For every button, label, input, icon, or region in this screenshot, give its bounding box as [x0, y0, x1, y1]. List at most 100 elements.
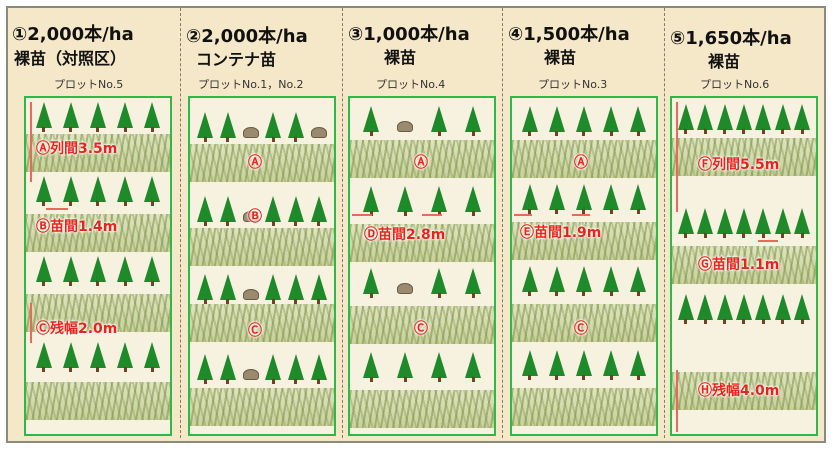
- grass-band: [190, 228, 334, 266]
- col3-seedling-type: 裸苗: [384, 48, 417, 67]
- tree-icon: [197, 112, 214, 142]
- tree-row: [26, 342, 170, 372]
- plant-spacing-arrow: [758, 240, 778, 242]
- tree-icon: [548, 350, 565, 380]
- grass-band: [190, 304, 334, 342]
- tree-icon: [219, 112, 236, 142]
- tree-icon: [62, 102, 79, 132]
- tree-icon: [35, 102, 52, 132]
- tree-icon: [265, 112, 282, 142]
- tree-row: [672, 104, 816, 134]
- stump-icon: [397, 283, 413, 294]
- tree-icon: [697, 294, 714, 324]
- tree-icon: [197, 274, 214, 304]
- tree-icon: [774, 208, 791, 238]
- tree-icon: [755, 208, 772, 238]
- tree-icon: [62, 176, 79, 206]
- tree-icon: [630, 106, 647, 136]
- grass-band: [26, 382, 170, 420]
- tree-row: [672, 208, 816, 238]
- tree-row: [350, 268, 494, 298]
- tree-icon: [89, 102, 106, 132]
- tree-icon: [774, 294, 791, 324]
- col2-label-c: Ⓒ: [248, 323, 262, 339]
- tree-icon: [716, 294, 733, 324]
- col1-seedling-type: 裸苗（対照区）: [14, 49, 127, 68]
- tree-row: [190, 112, 334, 142]
- tree-icon: [287, 274, 304, 304]
- grass-band: [350, 140, 494, 178]
- tree-icon: [794, 294, 811, 324]
- col5-plot-label: プロットNo.6: [700, 78, 770, 91]
- plant-spacing-arrow: [514, 214, 532, 216]
- stump-icon: [397, 121, 413, 132]
- grass-band: [512, 222, 656, 260]
- tree-row: [512, 350, 656, 380]
- col4-density: ④1,500本/ha: [508, 24, 630, 45]
- tree-icon: [794, 208, 811, 238]
- tree-icon: [716, 104, 733, 134]
- tree-icon: [363, 186, 379, 216]
- col4-plot-panel: Ⓐ Ⓔ苗間1.9m Ⓒ: [510, 96, 658, 436]
- grass-band: [26, 214, 170, 252]
- tree-icon: [197, 196, 214, 226]
- tree-icon: [265, 354, 282, 384]
- tree-row: [672, 294, 816, 324]
- col2-label-b: Ⓑ: [248, 209, 262, 225]
- col3-density: ③1,000本/ha: [348, 24, 470, 45]
- tree-icon: [521, 184, 538, 214]
- tree-icon: [363, 352, 379, 382]
- strip-width-arrow: [676, 370, 678, 432]
- tree-icon: [431, 106, 447, 136]
- tree-icon: [35, 176, 52, 206]
- tree-row: [512, 184, 656, 214]
- tree-icon: [521, 266, 538, 296]
- tree-icon: [197, 354, 214, 384]
- plant-spacing-arrow: [572, 214, 590, 216]
- col2-plot-label: プロットNo.1，No.2: [198, 78, 304, 91]
- grass-band: [350, 306, 494, 344]
- tree-icon: [219, 196, 236, 226]
- tree-row: [26, 102, 170, 132]
- col5-plot-panel: Ⓕ列間5.5m Ⓖ苗間1.1m Ⓗ残幅4.0m: [670, 96, 818, 436]
- stump-icon: [242, 211, 259, 222]
- col5-label-f: Ⓕ列間5.5m: [698, 157, 780, 173]
- grass-band: [512, 140, 656, 178]
- tree-icon: [603, 266, 620, 296]
- tree-icon: [287, 354, 304, 384]
- tree-icon: [310, 196, 327, 226]
- tree-icon: [575, 184, 592, 214]
- col5-label-g: Ⓖ苗間1.1m: [698, 257, 780, 273]
- stump-icon: [310, 127, 327, 138]
- tree-icon: [575, 106, 592, 136]
- tree-icon: [465, 186, 481, 216]
- tree-icon: [117, 102, 134, 132]
- tree-icon: [144, 102, 161, 132]
- tree-icon: [397, 186, 413, 216]
- tree-icon: [265, 274, 282, 304]
- tree-icon: [35, 256, 52, 286]
- tree-icon: [62, 256, 79, 286]
- tree-icon: [630, 184, 647, 214]
- col3-plot-panel: Ⓐ Ⓓ苗間2.8m Ⓒ: [348, 96, 496, 436]
- grass-band: [26, 134, 170, 172]
- grass-band: [190, 388, 334, 426]
- col2-plot-panel: Ⓐ Ⓑ Ⓒ: [188, 96, 336, 436]
- col1-density: ①2,000本/ha: [12, 24, 134, 45]
- plant-spacing-arrow: [352, 214, 372, 216]
- tree-icon: [521, 350, 538, 380]
- tree-row: [26, 256, 170, 286]
- grass-band: [512, 388, 656, 426]
- tree-icon: [144, 176, 161, 206]
- col5-density: ⑤1,650本/ha: [670, 28, 792, 49]
- col4-label-c: Ⓒ: [574, 321, 588, 337]
- tree-row: [512, 266, 656, 296]
- tree-icon: [548, 184, 565, 214]
- tree-icon: [677, 208, 694, 238]
- tree-icon: [397, 352, 413, 382]
- plant-spacing-arrow: [46, 208, 68, 210]
- tree-icon: [465, 106, 481, 136]
- tree-icon: [219, 274, 236, 304]
- grass-band: [350, 224, 494, 262]
- tree-icon: [431, 268, 447, 298]
